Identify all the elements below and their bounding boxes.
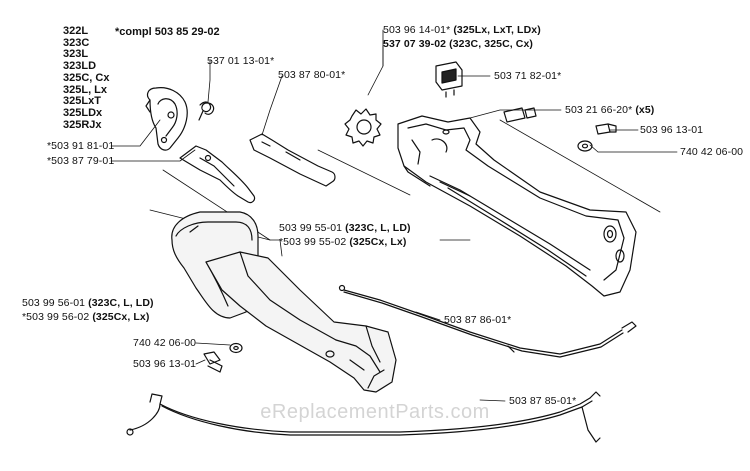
stop-switch (435, 61, 463, 98)
part-label: 537 07 39-02 (323C, 325C, Cx) (383, 38, 534, 50)
stop-lever (249, 133, 336, 187)
throttle-trigger (179, 145, 256, 204)
model-item: 323C (63, 36, 90, 49)
screw-part (203, 351, 223, 373)
model-item: 325LDx (63, 106, 103, 119)
part-label: *503 91 81-01 (47, 140, 115, 152)
throttle-cable (338, 284, 637, 358)
part-label: 503 71 82-01* (494, 70, 562, 82)
part-label: 503 96 13-01 (133, 358, 197, 370)
part-label: 503 96 14-01* (325Lx, LxT, LDx) (383, 24, 541, 36)
model-item: 323L (63, 48, 89, 61)
part-label: 740 42 06-00 (680, 146, 744, 158)
watermark: eReplacementParts.com (260, 401, 490, 423)
model-item: 325RJx (63, 118, 102, 131)
model-item: 322L (63, 25, 89, 37)
part-label: 503 96 13-01 (640, 124, 704, 136)
kit-note: *compl 503 85 29-02 (115, 26, 220, 38)
model-item: 323LD (63, 60, 97, 73)
part-label: 503 99 56-01 (323C, L, LD) (22, 297, 154, 309)
part-label: 740 42 06-00 (133, 337, 197, 349)
stop-wire (126, 391, 601, 443)
knob-part (344, 108, 382, 147)
spring-part (198, 101, 215, 121)
part-label: *503 99 56-02 (325Cx, Lx) (22, 311, 150, 323)
model-item: 325LxT (63, 95, 101, 108)
part-label: *503 99 55-02 (325Cx, Lx) (279, 236, 407, 248)
part-label: 503 99 55-01 (323C, L, LD) (279, 222, 411, 234)
washer-part (229, 342, 243, 354)
part-label: 537 01 13-01* (207, 55, 275, 67)
model-item: 325L, Lx (63, 83, 108, 96)
handle-cover-bottom (205, 251, 397, 393)
part-label: *503 87 79-01 (47, 155, 115, 167)
part-label: 503 87 86-01* (444, 314, 512, 326)
model-list: 322L 323C 323L 323LD 325C, Cx 325L, Lx 3… (63, 25, 110, 131)
handle-housing-right (397, 115, 637, 297)
throttle-lever-assembly (145, 87, 188, 151)
part-label: 503 87 85-01* (509, 395, 577, 407)
model-item: 325C, Cx (63, 71, 110, 84)
screw-part (595, 123, 617, 135)
screw-part (503, 107, 537, 123)
part-label: 503 21 66-20* (x5) (565, 104, 655, 116)
washer-part (577, 140, 593, 152)
part-label: 503 87 80-01* (278, 69, 346, 81)
